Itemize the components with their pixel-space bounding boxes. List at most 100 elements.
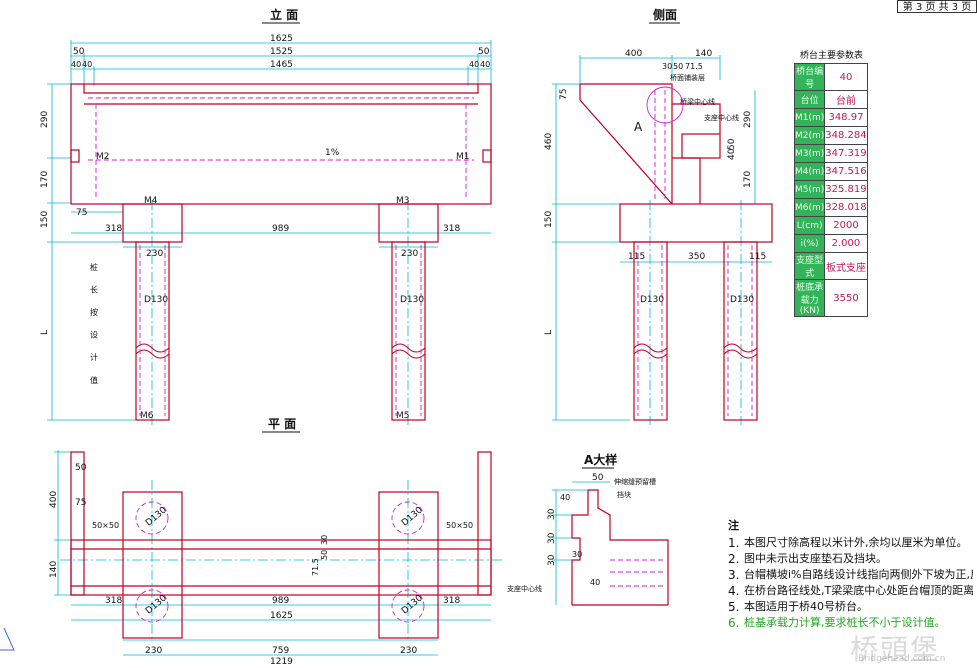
dim-318-left: 318 bbox=[105, 224, 122, 234]
param-key: 台位 bbox=[793, 90, 826, 109]
side-view: 侧面 bbox=[544, 7, 773, 425]
plan-outline bbox=[70, 451, 492, 639]
plan-notch-left: 50×50 bbox=[92, 521, 119, 530]
note-text: 图中未示出支座垫石及挡块。 bbox=[744, 552, 887, 565]
plan-view: 平 面 bbox=[49, 417, 542, 664]
param-key: 桥台编号 bbox=[793, 63, 826, 91]
plan-dim-318-left: 318 bbox=[105, 596, 122, 606]
param-value: 台前 bbox=[824, 90, 868, 109]
param-value: 板式支座 bbox=[824, 252, 868, 280]
detail-title: A大样 bbox=[584, 452, 617, 467]
elevation-hidden-lines bbox=[88, 97, 474, 416]
param-key: M6(m) bbox=[793, 198, 826, 217]
detail-callout-circle bbox=[646, 86, 684, 124]
detail-dim-30d: 30 bbox=[547, 554, 557, 566]
plan-dim-989: 989 bbox=[272, 596, 289, 606]
watermark-url: Bridgehead.com.cn bbox=[858, 654, 946, 664]
plan-title: 平 面 bbox=[268, 417, 296, 431]
note-item: 3.台帽横坡i%自路线设计线指向两侧外下坡为正,反之为负。 bbox=[728, 567, 973, 583]
param-value: 328.018 bbox=[824, 198, 868, 217]
param-row: 台位台前 bbox=[793, 90, 868, 109]
plan-dim-400: 400 bbox=[49, 491, 59, 508]
note-text: 本图适用于桥40号桥台。 bbox=[744, 600, 868, 613]
notes-header: 注 bbox=[728, 519, 739, 532]
watermark-logo: 桥頭堡 bbox=[850, 633, 941, 666]
detail-dim-lines bbox=[552, 481, 610, 605]
param-value: 347.516 bbox=[824, 162, 868, 181]
param-key: M5(m) bbox=[793, 180, 826, 199]
dim-318-right: 318 bbox=[443, 224, 460, 234]
dim-290-side: 290 bbox=[743, 111, 753, 128]
plan-dim-labels: 50 400 75 140 318 989 318 1625 230 759 2… bbox=[49, 463, 542, 664]
side-abutment bbox=[579, 83, 773, 421]
dim-400: 400 bbox=[625, 49, 642, 59]
param-row: 桩底承载力(KN)3550 bbox=[793, 279, 868, 317]
side-pile-breaks bbox=[633, 343, 758, 359]
param-row: i(%)2.000 bbox=[793, 234, 868, 253]
note-item: 1. 本图尺寸除高程以米计外,余均以厘米为单位。 bbox=[728, 535, 973, 551]
detail-hidden-lines bbox=[610, 559, 665, 587]
label-deck-layer: 桥面铺装层 bbox=[670, 73, 705, 82]
plan-dim-50: 50 bbox=[75, 463, 87, 473]
dim-50-right-side: 50 bbox=[727, 138, 737, 150]
param-table-title: 桥台主要参数表 bbox=[800, 51, 864, 61]
plan-dim-759: 759 bbox=[272, 646, 289, 656]
param-row: M5(m)325.819 bbox=[793, 180, 868, 199]
dim-50-left: 50 bbox=[73, 47, 85, 57]
dim-40-b: 40 bbox=[82, 60, 92, 69]
note-number: 4. bbox=[728, 584, 740, 598]
dim-75: 75 bbox=[76, 208, 87, 218]
param-row: M1(m)348.97 bbox=[793, 108, 868, 127]
note-item: 6.桩基承载力计算,要求桩长不小于设计值。 bbox=[728, 615, 973, 631]
plan-dim-1625: 1625 bbox=[270, 611, 293, 621]
notes-block: 注 1. 本图尺寸除高程以米计外,余均以厘米为单位。 2. 图中未示出支座垫石及挡块。… bbox=[728, 517, 973, 631]
param-row: M6(m)328.018 bbox=[793, 198, 868, 217]
note-number: 1. bbox=[728, 536, 740, 550]
plan-dim-140: 140 bbox=[49, 561, 59, 578]
dim-290: 290 bbox=[40, 111, 50, 128]
elevation-cap bbox=[70, 83, 492, 421]
dim-230-right: 230 bbox=[401, 249, 418, 259]
plan-dim-230-right: 230 bbox=[400, 646, 417, 656]
plan-notch-right: 50×50 bbox=[446, 521, 473, 530]
note-number: 3. bbox=[728, 568, 740, 582]
label-D130-left: D130 bbox=[144, 295, 168, 305]
param-value: 347.319 bbox=[824, 144, 868, 163]
note-number: 2. bbox=[728, 552, 740, 566]
dim-350: 350 bbox=[688, 252, 705, 262]
sheet-number: 第 3 页 共 3 页 bbox=[897, 0, 977, 13]
note-text: 本图尺寸除高程以米计外,余均以厘米为单位。 bbox=[744, 536, 968, 549]
dim-115-left: 115 bbox=[628, 252, 645, 262]
dim-50-side: 50 bbox=[673, 62, 683, 71]
param-key: M3(m) bbox=[793, 144, 826, 163]
dim-L-side: L bbox=[544, 330, 554, 335]
detail-marker: A bbox=[634, 120, 643, 134]
dim-989: 989 bbox=[272, 224, 289, 234]
dim-230-left: 230 bbox=[146, 249, 163, 259]
side-title: 侧面 bbox=[653, 7, 677, 22]
dim-50-right: 50 bbox=[478, 47, 490, 57]
side-dim-labels: 400 140 30 50 71.5 75 460 150 L 290 50 4… bbox=[544, 49, 766, 335]
dim-40-right-side: 40 bbox=[727, 148, 737, 160]
elevation-pile-breaks bbox=[135, 343, 426, 359]
param-row: M4(m)347.516 bbox=[793, 162, 868, 181]
dim-40-d: 40 bbox=[480, 60, 490, 69]
dim-460: 460 bbox=[544, 133, 554, 150]
param-value: 2000 bbox=[824, 216, 868, 235]
param-row: M3(m)347.319 bbox=[793, 144, 868, 163]
param-key: M4(m) bbox=[793, 162, 826, 181]
dim-75-side: 75 bbox=[559, 89, 569, 100]
detail-dim-30a: 30 bbox=[547, 508, 557, 520]
label-M1: M1 bbox=[456, 152, 470, 162]
dim-170-side: 170 bbox=[743, 171, 753, 188]
param-key: L(cm) bbox=[793, 216, 826, 235]
dim-150: 150 bbox=[40, 211, 50, 228]
label-bridge-centerline: 桥梁中心线 bbox=[680, 97, 715, 106]
param-key: 支座型式 bbox=[793, 252, 826, 280]
dim-L: L bbox=[40, 330, 50, 335]
dim-170: 170 bbox=[40, 171, 50, 188]
plan-bearing-line-note: 支座中心线 bbox=[507, 584, 542, 593]
detail-label-groove: 伸缩缝预留槽 bbox=[614, 477, 656, 486]
plan-dim-318-right: 318 bbox=[443, 596, 460, 606]
